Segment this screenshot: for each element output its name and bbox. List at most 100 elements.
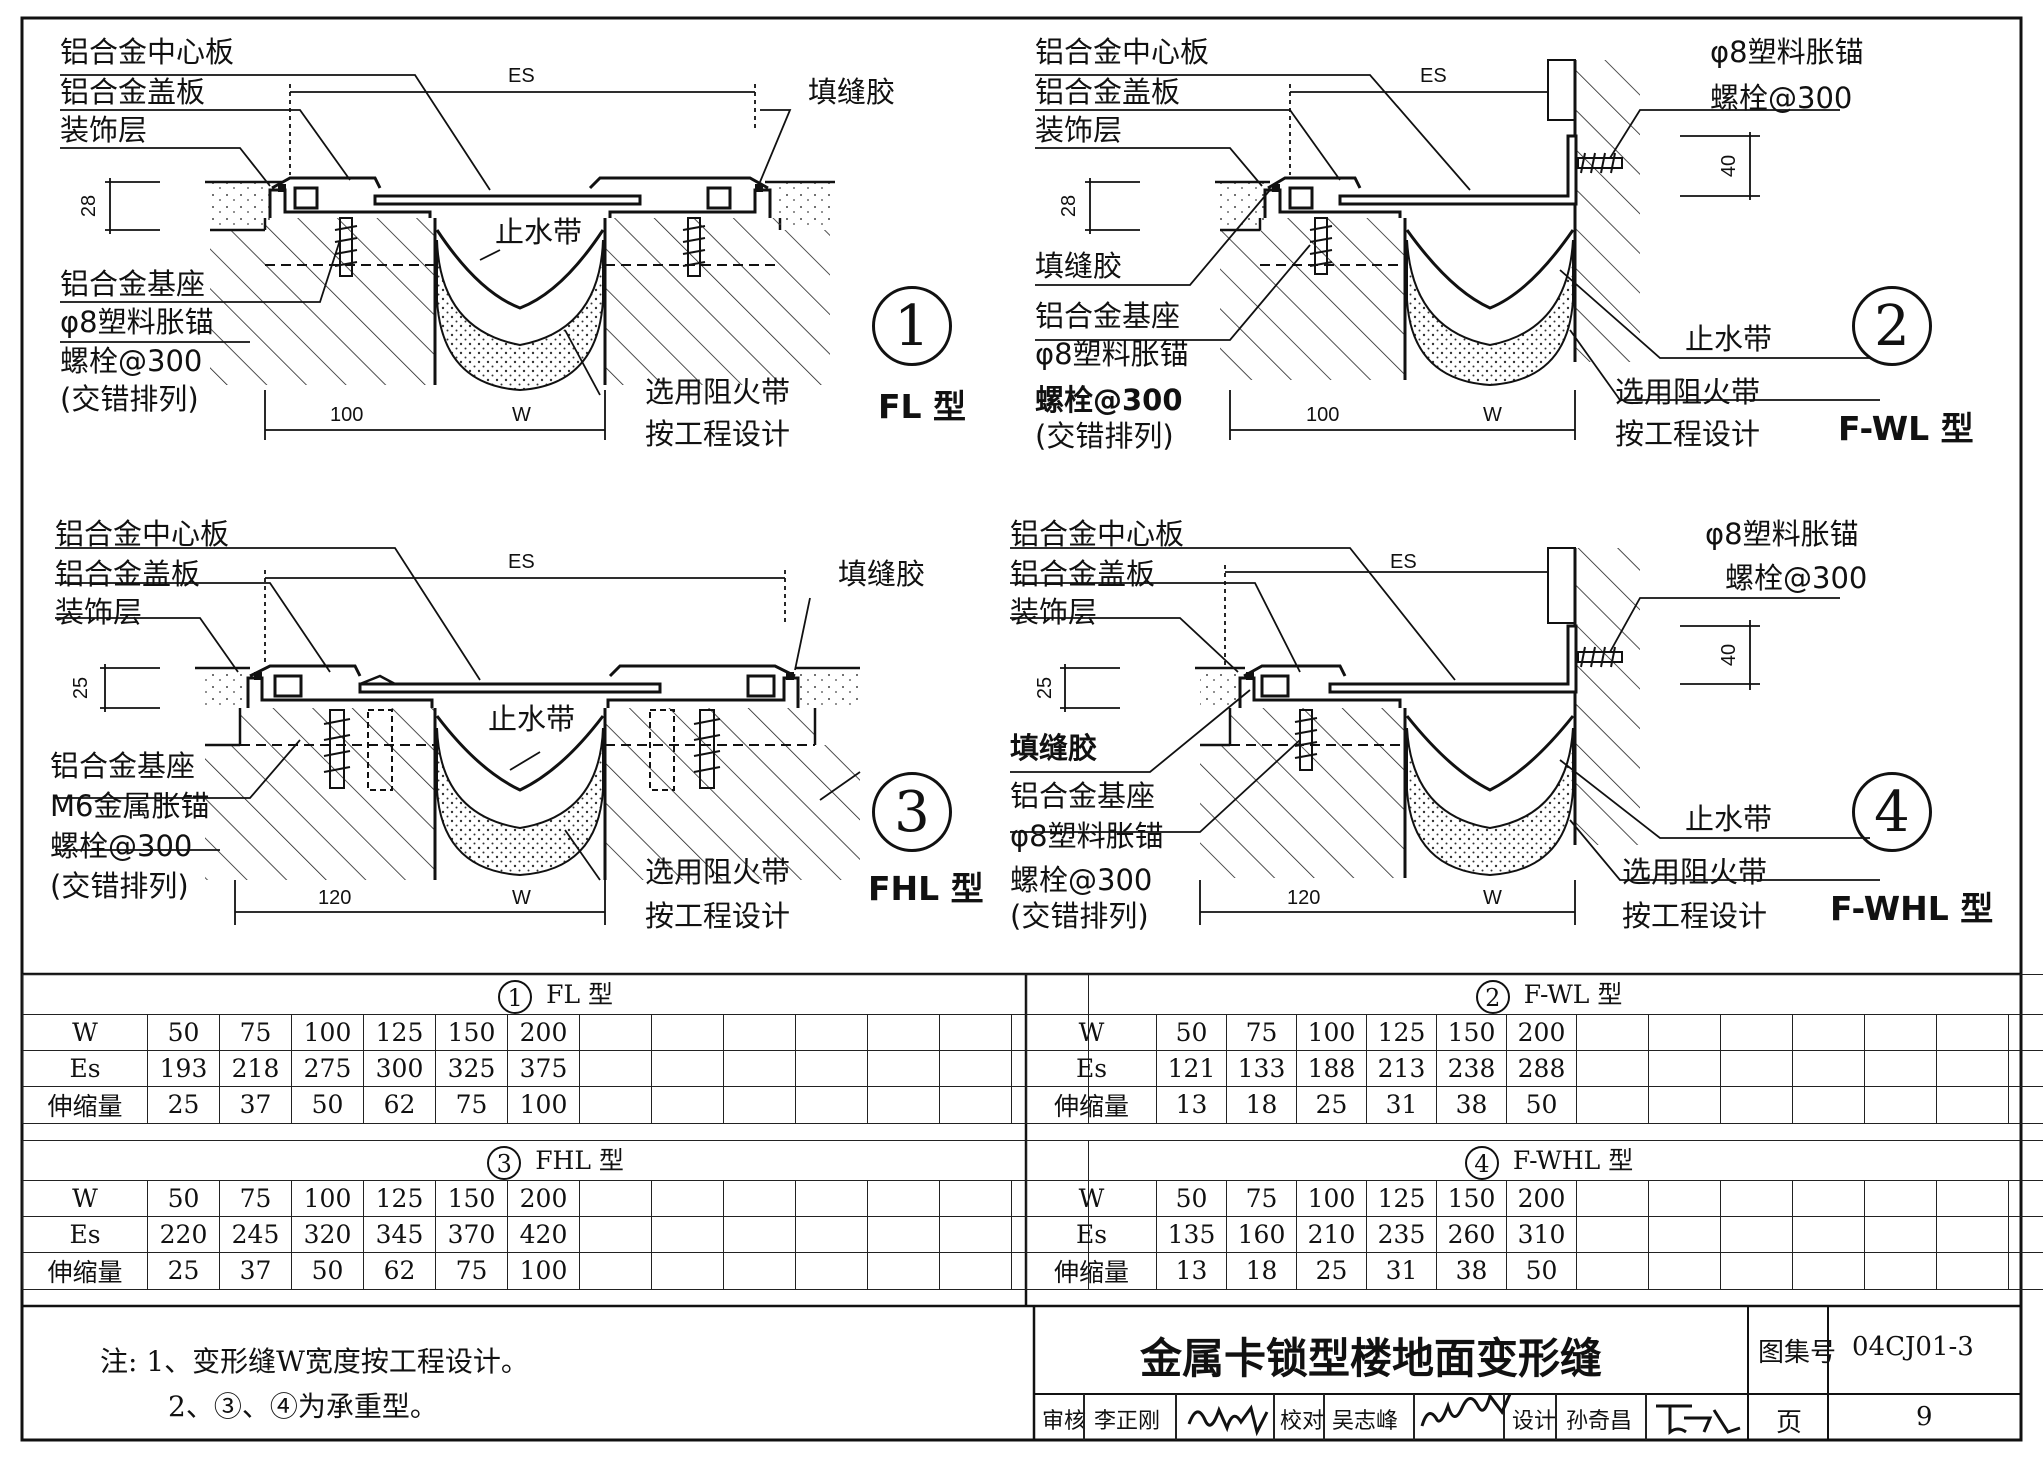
- table-number-badge: 3: [487, 1145, 522, 1180]
- atlas-number: 04CJ01-3: [1852, 1332, 1974, 1362]
- table-cell: 13: [1156, 1251, 1227, 1290]
- table-cell: 121: [1156, 1049, 1227, 1087]
- signature-strip: [1083, 1394, 1741, 1440]
- table-cell: 275: [291, 1049, 364, 1087]
- table-cell: 50: [291, 1085, 364, 1124]
- atlas-label: 图集号: [1758, 1338, 1837, 1368]
- table-empty-cell: [1576, 1215, 1649, 1253]
- detail-type-label: F-WHL 型: [1830, 889, 1994, 928]
- table-type-label: FHL 型: [535, 1146, 624, 1175]
- table-cell: 38: [1436, 1085, 1507, 1124]
- table-empty-cell: [1792, 1049, 1865, 1087]
- table-cell: 100: [1296, 1013, 1367, 1051]
- table-empty-cell: [867, 1049, 940, 1087]
- table-cell: 100: [291, 1179, 364, 1217]
- table-empty-cell: [1936, 1215, 2009, 1253]
- label-per-design: 按工程设计: [1615, 417, 1761, 451]
- table-empty-cell: [1864, 1049, 1937, 1087]
- table-cell: 50: [1156, 1179, 1227, 1217]
- table-empty-cell: [579, 1215, 652, 1253]
- row-label: W: [1026, 1013, 1157, 1051]
- designer-name: 孙奇昌: [1566, 1409, 1633, 1434]
- table-cell: 13: [1156, 1085, 1227, 1124]
- table-empty-cell: [1936, 1013, 2009, 1051]
- row-label: Es: [22, 1215, 148, 1253]
- table-empty-cell: [579, 1013, 652, 1051]
- row-label: 伸缩量: [22, 1085, 148, 1124]
- label-waterstop: 止水带: [1685, 322, 1773, 356]
- label-fire-band: 选用阻火带: [645, 375, 791, 409]
- table-cell: 75: [1226, 1013, 1297, 1051]
- dim-w: W: [512, 887, 531, 909]
- table-cell: 75: [219, 1179, 292, 1217]
- table-cell: 25: [1296, 1251, 1367, 1290]
- table-cell: 325: [435, 1049, 508, 1087]
- table-empty-cell: [1792, 1251, 1865, 1290]
- table-empty-cell: [1576, 1251, 1649, 1290]
- label-base: 铝合金基座: [1035, 299, 1181, 333]
- table-empty-cell: [1864, 1013, 1937, 1051]
- table-empty-cell: [1576, 1179, 1649, 1217]
- table-empty-cell: [2007, 1085, 2043, 1124]
- dim-es: ES: [1420, 65, 1447, 87]
- label-wall-bolt: 螺栓@300: [1725, 561, 1868, 595]
- table-empty-cell: [579, 1251, 652, 1290]
- table-header: 3 FHL 型: [21, 1140, 1090, 1181]
- label-base: 铝合金基座: [50, 749, 196, 783]
- sheet-border: [20, 16, 2023, 1442]
- table-empty-cell: [795, 1179, 868, 1217]
- dim-es: ES: [508, 65, 535, 87]
- dim-w: W: [1483, 404, 1502, 426]
- table-empty-cell: [1792, 1215, 1865, 1253]
- table-empty-cell: [1576, 1049, 1649, 1087]
- table-empty-cell: [867, 1085, 940, 1124]
- label-waterstop: 止水带: [1685, 802, 1773, 836]
- table-empty-cell: [795, 1215, 868, 1253]
- label-anchor: φ8塑料胀锚: [1035, 337, 1189, 371]
- detail-4-section: [1010, 547, 1880, 925]
- table-empty-cell: [939, 1251, 1012, 1290]
- table-cell: 200: [1506, 1013, 1577, 1051]
- table-empty-cell: [651, 1049, 724, 1087]
- label-stagger: (交错排列): [60, 382, 199, 416]
- table-empty-cell: [2007, 1013, 2043, 1051]
- table-cell: 25: [147, 1251, 220, 1290]
- table-cell: 370: [435, 1215, 508, 1253]
- page-number: 9: [1916, 1402, 1933, 1432]
- table-cell: 50: [1506, 1085, 1577, 1124]
- table-empty-cell: [579, 1085, 652, 1124]
- dim-width-left: 120: [318, 887, 352, 909]
- label-anchor: φ8塑料胀锚: [1010, 819, 1164, 853]
- table-cell: 75: [435, 1251, 508, 1290]
- table-empty-cell: [1720, 1251, 1793, 1290]
- table-cell: 125: [363, 1013, 436, 1051]
- dim-wall-height: 40: [1718, 154, 1741, 178]
- detail-type-label: F-WL 型: [1838, 409, 1974, 448]
- signature-checker: [1420, 1394, 1512, 1427]
- dim-height: 28: [78, 194, 101, 218]
- table-empty-cell: [1648, 1085, 1721, 1124]
- table-empty-cell: [1648, 1179, 1721, 1217]
- row-label: W: [22, 1179, 148, 1217]
- table-number-badge: 1: [498, 979, 533, 1014]
- label-per-design: 按工程设计: [1622, 899, 1768, 933]
- dim-es: ES: [508, 551, 535, 573]
- table-cell: 193: [147, 1049, 220, 1087]
- table-cell: 235: [1366, 1215, 1437, 1253]
- table-cell: 50: [147, 1013, 220, 1051]
- label-fire-band: 选用阻火带: [1622, 855, 1768, 889]
- page-label: 页: [1776, 1408, 1803, 1438]
- table-cell: 133: [1226, 1049, 1297, 1087]
- table-empty-cell: [2007, 1251, 2043, 1290]
- table-empty-cell: [1936, 1179, 2009, 1217]
- label-finish-layer: 装饰层: [60, 113, 148, 147]
- table-cell: 210: [1296, 1215, 1367, 1253]
- table-cell: 260: [1436, 1215, 1507, 1253]
